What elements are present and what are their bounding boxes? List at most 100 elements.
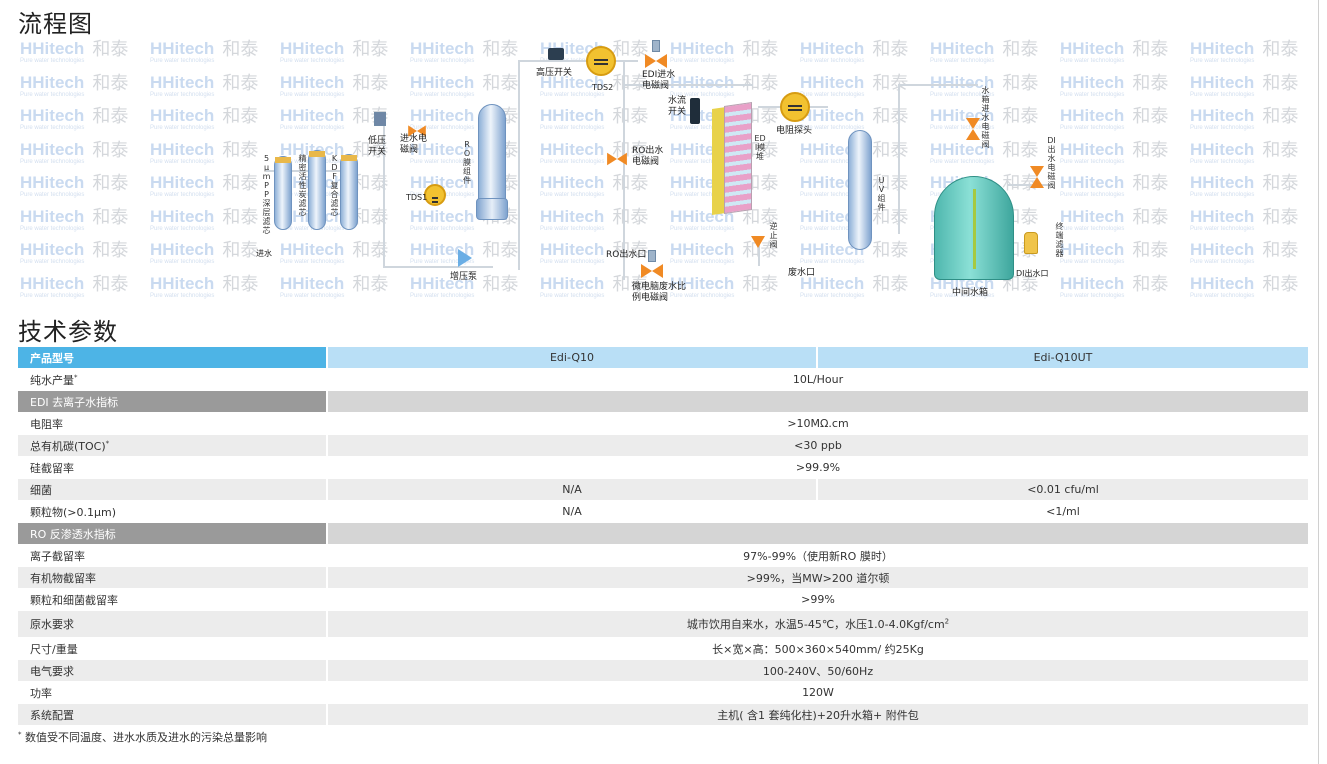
watermark-tagline: Pure water technologies xyxy=(1060,192,1125,198)
footnote-mark: * xyxy=(105,438,110,447)
watermark-cn: 和泰 xyxy=(352,72,389,94)
watermark-cn: 和泰 xyxy=(92,106,129,127)
flow-switch-icon xyxy=(690,98,700,124)
watermark-cn: 和泰 xyxy=(1132,139,1169,161)
watermark-tagline: Pure water technologies xyxy=(540,225,605,232)
watermark-brand-text: HHitech xyxy=(1060,206,1125,226)
watermark-tagline: Pure water technologies xyxy=(20,158,85,165)
watermark-cn: 和泰 xyxy=(482,39,519,60)
watermark-cn: 和泰 xyxy=(92,206,129,228)
label-di-outlet-solenoid: DI出水电磁阀 xyxy=(1047,136,1056,190)
label-tds1: TDS1 xyxy=(406,193,428,202)
watermark-tagline: Pure water technologies xyxy=(1190,91,1255,98)
watermark-tagline: Pure water technologies xyxy=(280,91,345,98)
watermark-cn: 和泰 xyxy=(222,106,259,127)
watermark-brand-text: HHitech xyxy=(1190,173,1255,192)
watermark-cn: 和泰 xyxy=(872,39,909,60)
watermark-cn: 和泰 xyxy=(612,273,649,295)
row-label: 原水要求 xyxy=(18,611,328,638)
watermark-brand-text: HHitech xyxy=(280,106,345,125)
watermark-tagline: Pure water technologies xyxy=(410,292,475,299)
watermark-tagline: Pure water technologies xyxy=(280,292,345,299)
row-value-b: <0.01 cfu/ml xyxy=(818,479,1308,501)
watermark-tagline: Pure water technologies xyxy=(1060,158,1125,165)
watermark-brand-text: HHitech xyxy=(800,106,865,125)
table-section-edi: EDI 去离子水指标 xyxy=(18,391,1308,413)
watermark-cn: 和泰 xyxy=(92,273,129,295)
watermark-tagline: Pure water technologies xyxy=(540,259,605,265)
row-label: 有机物截留率 xyxy=(18,567,328,589)
row-value-a: N/A xyxy=(328,479,818,501)
watermark-brand-text: HHitech xyxy=(280,273,345,293)
table-row-toc: 总有机碳(TOC)* <30 ppb xyxy=(18,435,1308,457)
watermark-cn: 和泰 xyxy=(1002,139,1039,161)
watermark-brand-text: HHitech xyxy=(540,240,605,259)
row-value: >99%，当MW>200 道尔顿 xyxy=(328,567,1308,589)
low-pressure-switch-icon xyxy=(374,112,386,126)
label-resistivity-probe: 电阻探头 xyxy=(776,126,813,136)
watermark-tagline: Pure water technologies xyxy=(150,225,215,232)
watermark-cn: 和泰 xyxy=(872,240,909,261)
waste-valve-actuator xyxy=(648,250,656,262)
watermark-cn: 和泰 xyxy=(92,173,129,194)
watermark-brand-text: HHitech xyxy=(150,173,215,192)
cartridge-cap xyxy=(309,151,325,157)
watermark-tagline: Pure water technologies xyxy=(1190,192,1255,198)
watermark-brand-text: HHitech xyxy=(800,39,865,58)
pipe xyxy=(518,60,520,270)
watermark-cn: 和泰 xyxy=(612,39,649,60)
label-terminal-filter: 终端滤器 xyxy=(1055,222,1064,258)
row-label: 离子截留率 xyxy=(18,545,328,567)
footnote-text: 数值受不同温度、进水水质及进水的污染总量影响 xyxy=(25,731,267,744)
watermark-cn: 和泰 xyxy=(1262,206,1299,228)
watermark-brand-text: HHitech xyxy=(1060,72,1125,92)
pipe xyxy=(623,60,625,280)
watermark-tagline: Pure water technologies xyxy=(150,125,215,131)
pp-filter-cartridge xyxy=(274,156,292,230)
watermark-cn: 和泰 xyxy=(1002,72,1039,94)
watermark-tagline: Pure water technologies xyxy=(800,259,865,265)
label-di-outlet: DI出水口 xyxy=(1016,269,1049,278)
tank-inlet-solenoid-icon xyxy=(966,118,980,140)
watermark-tagline: Pure water technologies xyxy=(540,91,605,98)
section-fill xyxy=(328,391,1308,413)
row-label: 纯水产量* xyxy=(18,369,328,391)
watermark-brand-text: HHitech xyxy=(1060,240,1125,259)
watermark-tagline: Pure water technologies xyxy=(670,292,735,299)
table-row-output: 纯水产量* 10L/Hour xyxy=(18,369,1308,391)
watermark-tagline: Pure water technologies xyxy=(1190,225,1255,232)
row-value-text: 城市饮用自来水，水温5-45℃，水压1.0-4.0Kgf/cm xyxy=(686,618,945,631)
watermark-brand-text: HHitech xyxy=(410,206,475,226)
kdf-filter-cartridge xyxy=(340,154,358,230)
watermark-tagline: Pure water technologies xyxy=(20,125,85,131)
watermark-brand-text: HHitech xyxy=(540,273,605,293)
terminal-filter-icon xyxy=(1024,232,1038,254)
watermark-brand-text: HHitech xyxy=(150,106,215,125)
ro-module-base xyxy=(476,198,508,220)
watermark-tagline: Pure water technologies xyxy=(800,292,865,299)
